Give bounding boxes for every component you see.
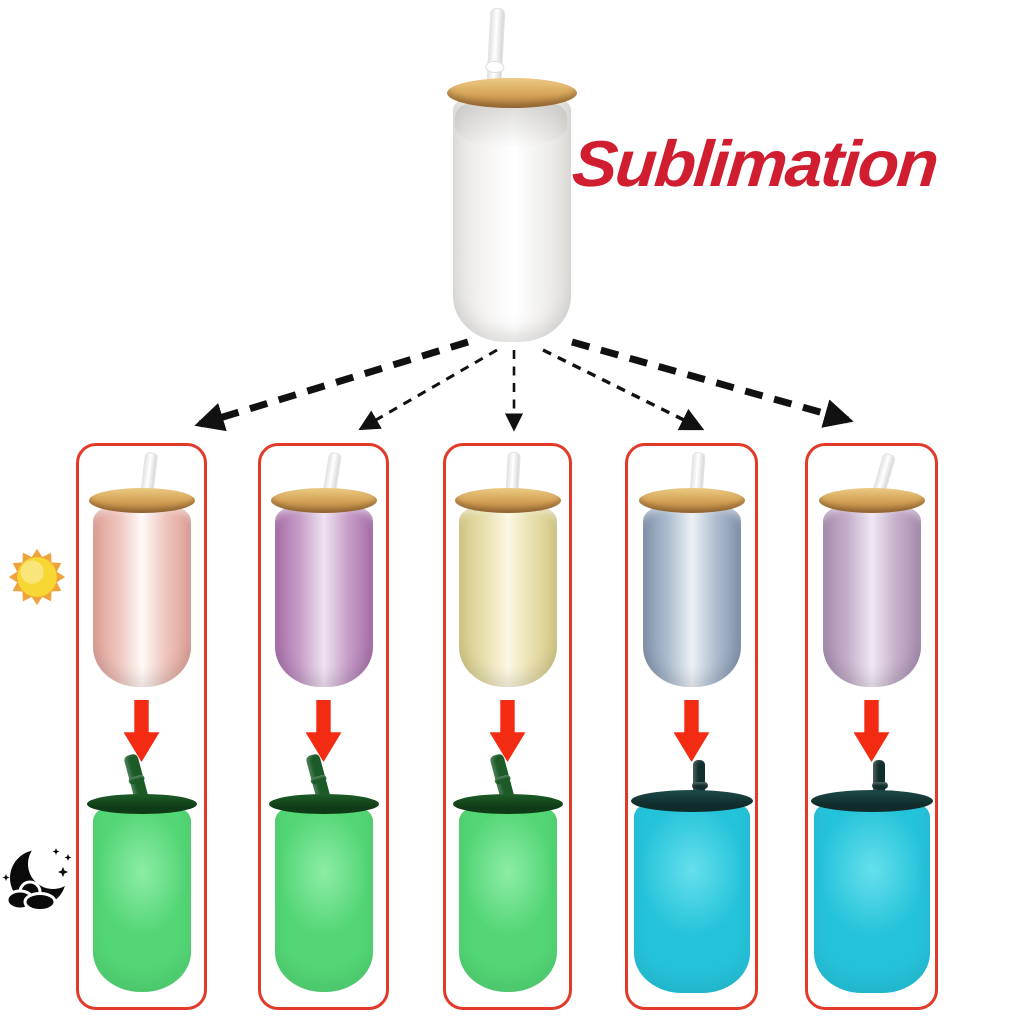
bamboo-lid-icon (638, 488, 745, 513)
down-arrow-icon (489, 700, 526, 762)
dark-lid-icon (630, 790, 753, 812)
glow-glass-body (458, 805, 557, 992)
variant-column-pink (76, 443, 207, 1010)
dark-lid-icon (452, 794, 563, 814)
glow-glass-body (813, 801, 930, 993)
bamboo-lid-icon (270, 488, 377, 513)
day-glass-body (822, 506, 921, 687)
down-arrow-icon (673, 700, 710, 762)
day-glass-body (274, 506, 373, 687)
down-arrow-icon (853, 700, 890, 762)
day-glass-body (458, 506, 557, 687)
day-glass-body (642, 506, 741, 687)
frosted-glass-body (453, 98, 571, 342)
cloud (5, 880, 57, 912)
day-glass-body (92, 506, 191, 687)
bamboo-lid-icon (454, 488, 561, 513)
glow-glass-body (633, 801, 750, 993)
variant-column-lavender (805, 443, 938, 1010)
dashed-arrow-1 (194, 338, 470, 432)
dashed-arrows (194, 338, 854, 432)
bamboo-lid-icon (88, 488, 195, 513)
down-arrow-icon (305, 700, 342, 762)
page-title: Sublimation (569, 127, 940, 200)
sun-icon (8, 548, 66, 606)
hero-tumbler (447, 7, 577, 342)
dashed-arrow-4 (542, 348, 705, 431)
dashed-arrow-5 (571, 338, 854, 428)
dark-lid-icon (810, 790, 933, 812)
moon-cloud-stars-icon (2, 848, 72, 912)
down-arrow-icon (123, 700, 160, 762)
sun-core (17, 557, 57, 597)
glow-glass-body (274, 805, 373, 992)
bamboo-lid-icon (447, 78, 577, 108)
stars (2, 848, 72, 881)
variant-column-purple (258, 443, 389, 1010)
dark-lid-icon (268, 794, 379, 814)
variant-column-yellow (443, 443, 572, 1010)
sun-highlight (20, 560, 44, 584)
glow-glass-body (92, 805, 191, 992)
dark-lid-icon (86, 794, 197, 814)
variant-column-silver-blue (625, 443, 758, 1010)
bamboo-lid-icon (818, 488, 925, 513)
dashed-arrow-2 (358, 348, 498, 431)
